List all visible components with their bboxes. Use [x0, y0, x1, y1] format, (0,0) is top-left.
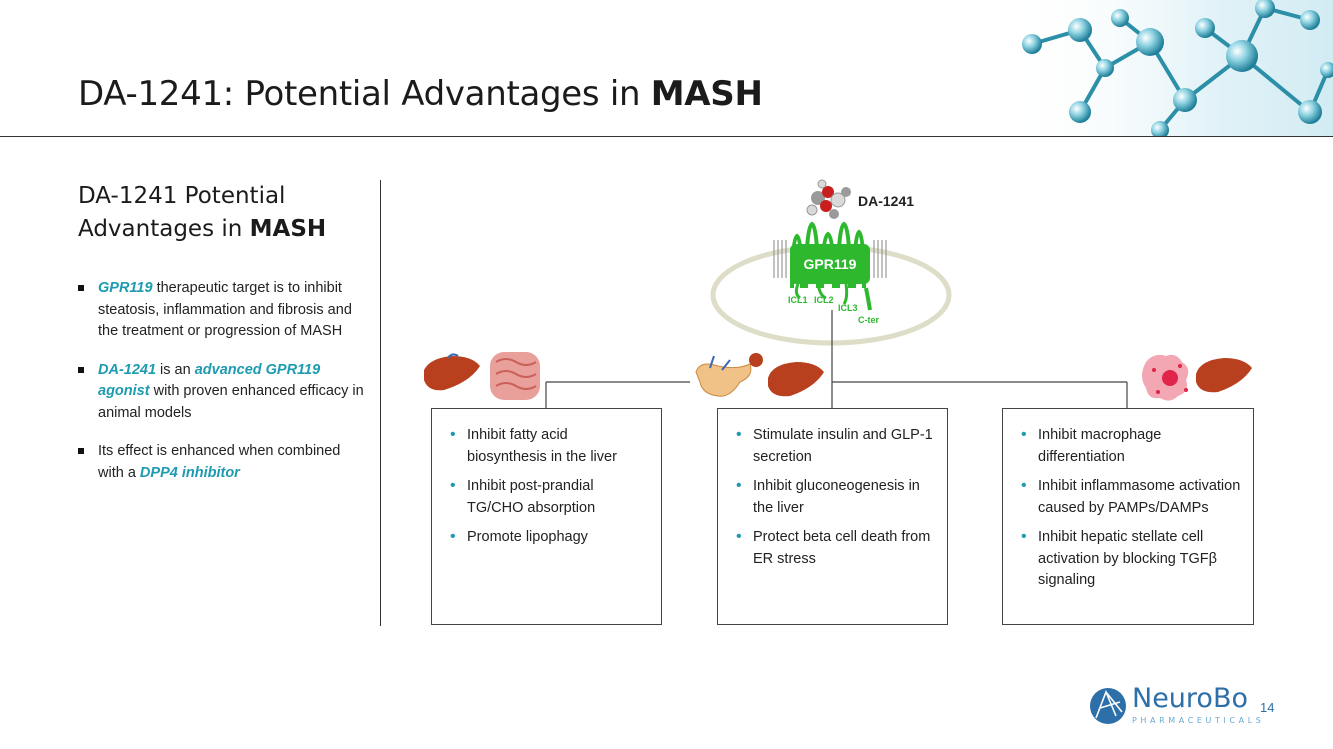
list-item: Inhibit post-prandial TG/CHO absorption [450, 475, 649, 519]
connector-lines [545, 310, 1128, 408]
section-heading: DA-1241 Potential Advantages in MASH [78, 180, 326, 246]
membrane-lipid-left [773, 240, 787, 278]
list-item: DA-1241 is an advanced GPR119 agonist wi… [78, 360, 368, 425]
intestine-icon [490, 352, 540, 400]
pancreas-liver-effects-box: Stimulate insulin and GLP-1 secretion In… [717, 408, 948, 625]
liver-icon-2 [768, 362, 824, 397]
gpr119-mechanism-diagram: GPR119 ICL1 ICL2 ICL3 C-ter DA-1241 [424, 179, 1252, 408]
receptor-label: GPR119 [804, 256, 857, 272]
list-item: Inhibit inflammasome activation caused b… [1021, 475, 1241, 519]
molecule-decoration-image [1010, 0, 1333, 136]
list-item: Its effect is enhanced when combined wit… [78, 441, 368, 484]
title-divider [0, 136, 1333, 137]
list-item: Inhibit gluconeogenesis in the liver [736, 475, 935, 519]
list-item: Promote lipophagy [450, 526, 649, 549]
page-number: 14 [1260, 700, 1275, 715]
liver-icon-3 [1196, 358, 1252, 393]
section-heading-line2: Advantages in MASH [78, 216, 327, 242]
macrophage-liver-effects-box: Inhibit macrophage differentiation Inhib… [1002, 408, 1254, 625]
page-title-bold: MASH [650, 74, 763, 114]
list-item: GPR119 therapeutic target is to inhibit … [78, 278, 368, 343]
icl3-label: ICL3 [838, 303, 858, 313]
list-item: Stimulate insulin and GLP-1 secretion [736, 424, 935, 468]
icl2-label: ICL2 [814, 295, 834, 305]
logo-subtitle: PHARMACEUTICALS [1132, 716, 1265, 725]
icl1-label: ICL1 [788, 295, 808, 305]
section-heading-line1: DA-1241 Potential [78, 183, 286, 209]
list-item: Inhibit fatty acid biosynthesis in the l… [450, 424, 649, 468]
advantages-list: GPR119 therapeutic target is to inhibit … [78, 278, 368, 501]
list-item: Inhibit macrophage differentiation [1021, 424, 1241, 468]
gpr119-receptor: GPR119 ICL1 ICL2 ICL3 C-ter [788, 221, 879, 325]
logo-wordmark: NeuroBo [1132, 683, 1248, 714]
list-item: Inhibit hepatic stellate cell activation… [1021, 526, 1241, 592]
da1241-molecule-icon [806, 179, 851, 219]
neurobo-logo-icon [1090, 688, 1126, 724]
page-title-text: DA-1241: Potential Advantages in [78, 74, 651, 114]
macrophage-icon [1142, 354, 1189, 401]
list-item: Protect beta cell death from ER stress [736, 526, 935, 570]
cter-label: C-ter [858, 315, 879, 325]
pancreas-icon [695, 353, 763, 397]
liver-icon [424, 353, 480, 391]
intestine-liver-effects-box: Inhibit fatty acid biosynthesis in the l… [431, 408, 662, 625]
membrane-lipid-right [873, 240, 887, 278]
page-title: DA-1241: Potential Advantages in MASH [78, 74, 763, 114]
drug-label: DA-1241 [858, 193, 914, 209]
column-divider [380, 180, 381, 626]
